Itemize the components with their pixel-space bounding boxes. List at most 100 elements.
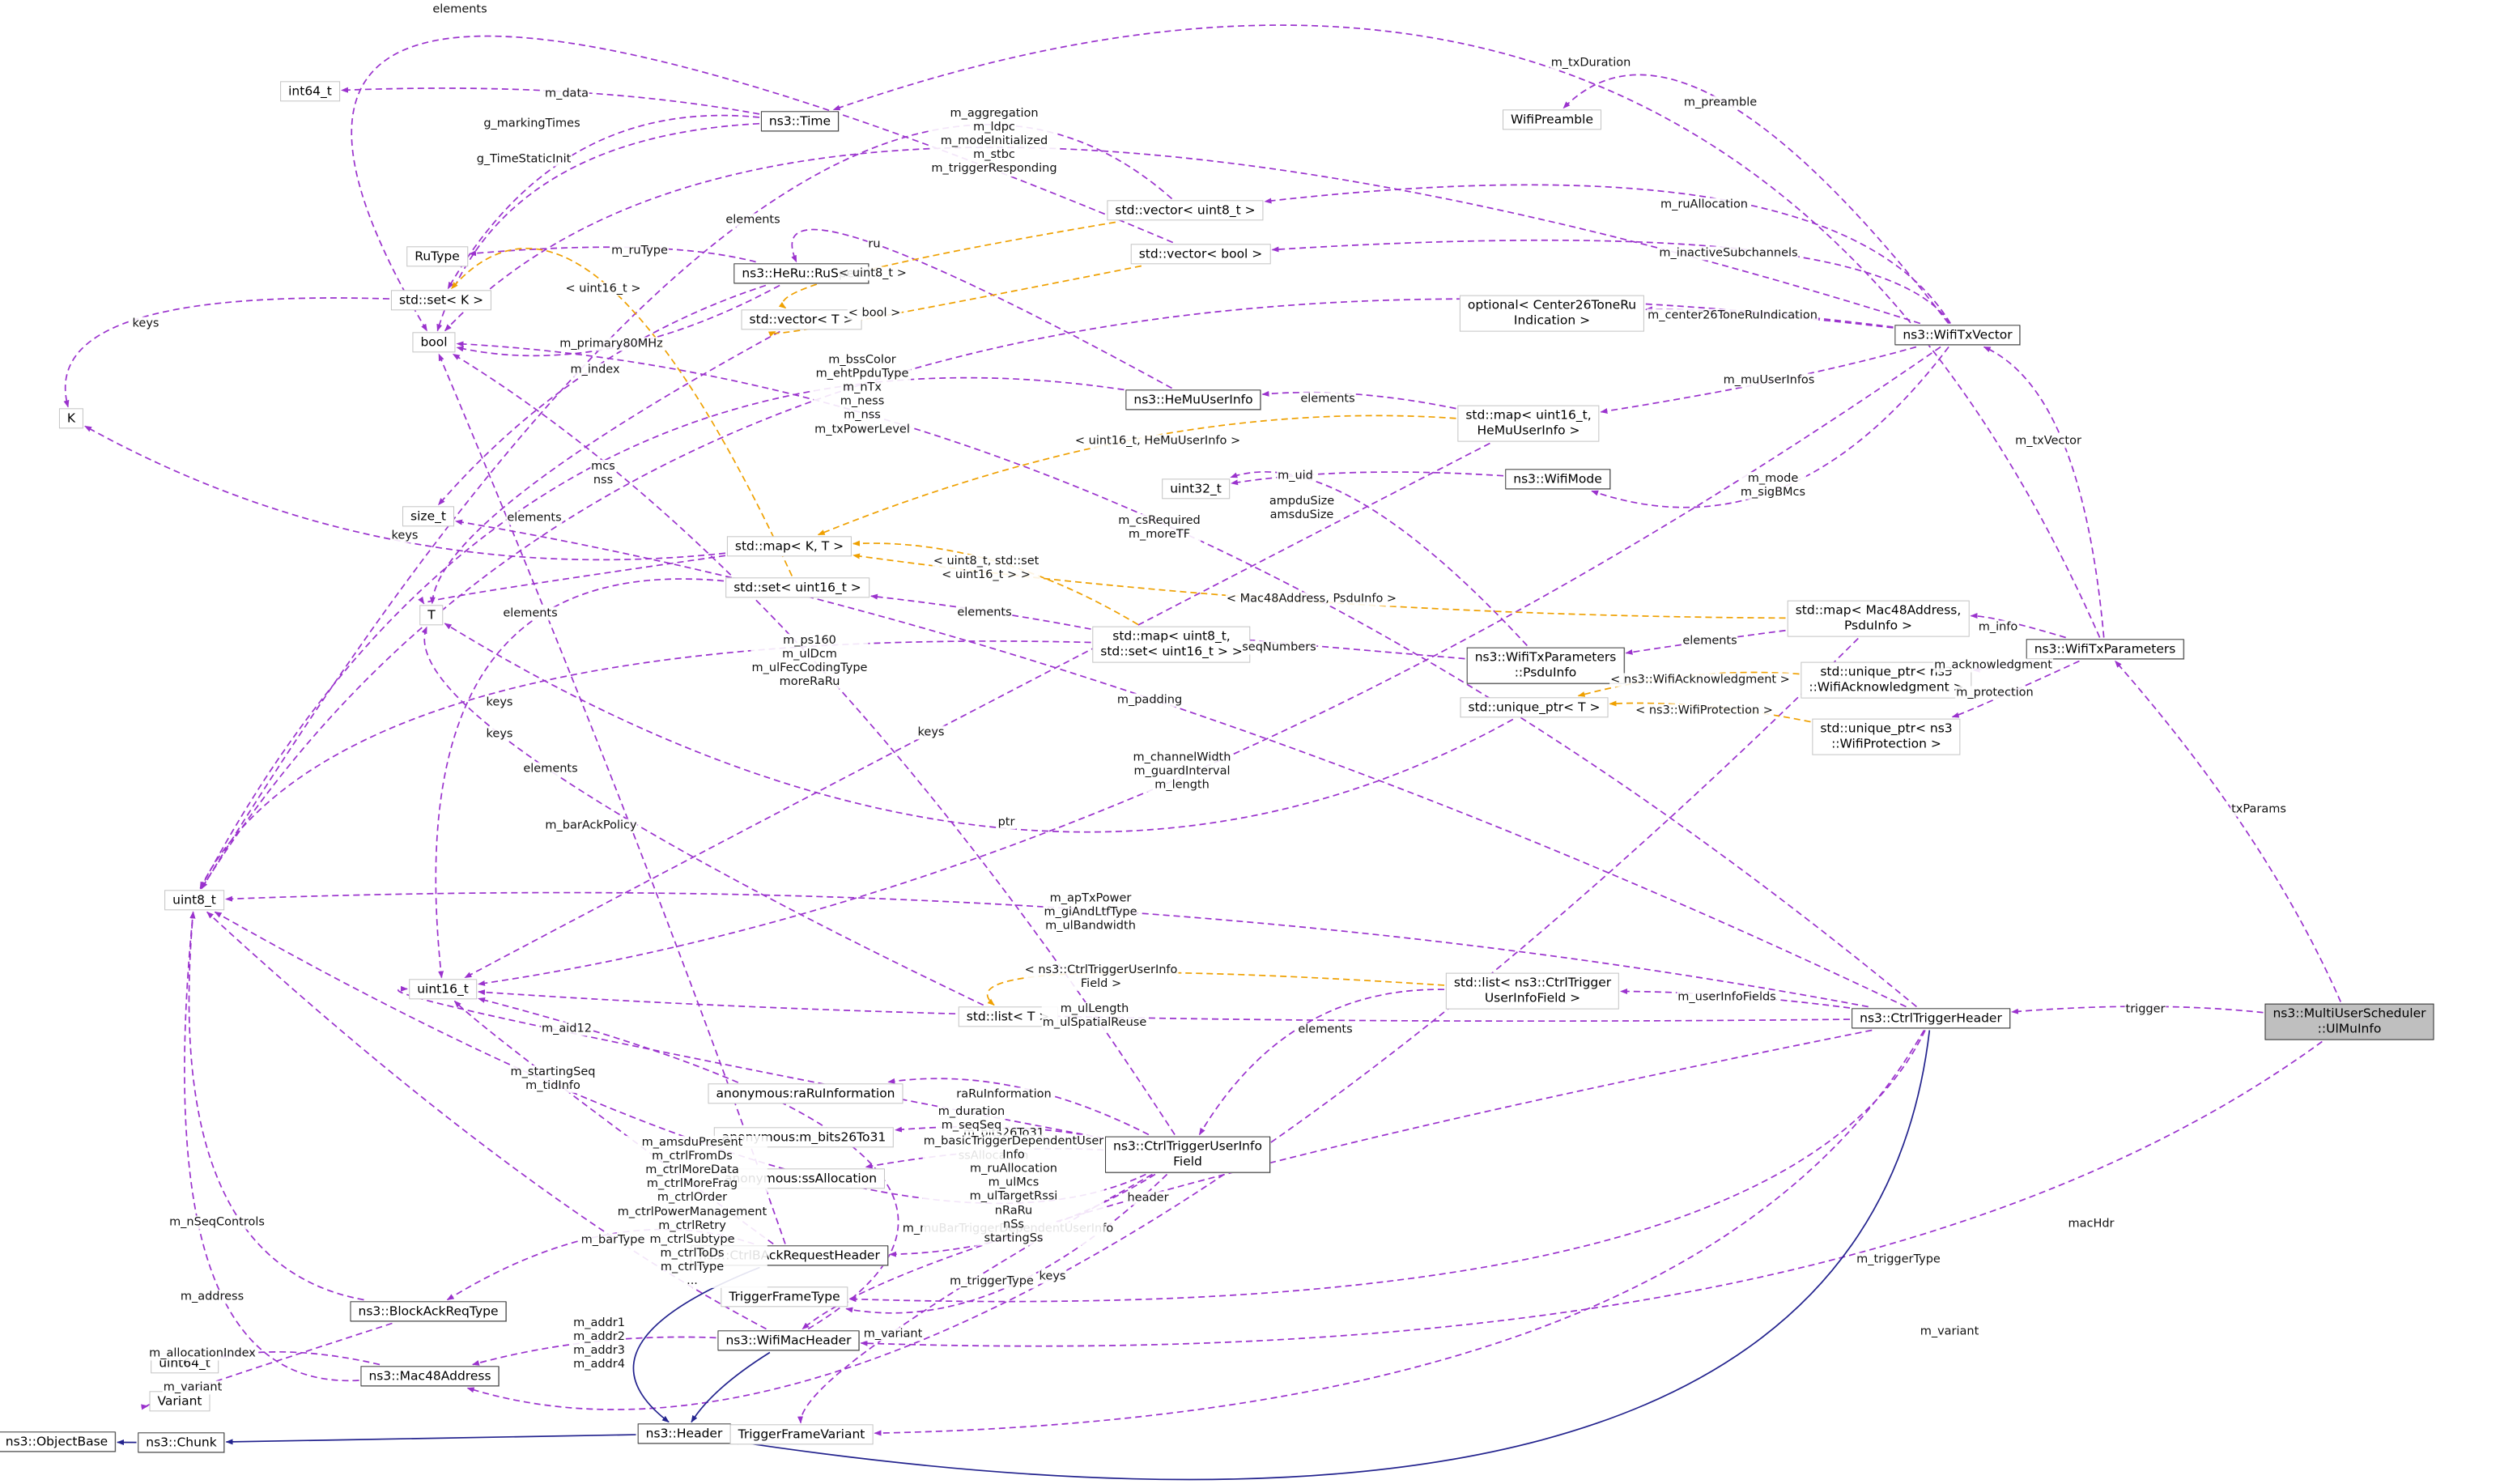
edge-ctuif-ctrlback-m_muBarTriggerDependentUserInfo [889,1173,1156,1257]
edge-hemu-uint8-mcs [199,376,1125,890]
edge-label-trigger: trigger [2124,1002,2166,1017]
edge-label-m_allocationIndex: m_allocationIndex [148,1346,257,1361]
edge-label-m_ps160: m_ps160 m_ulDcm m_ulFecCodingType moreRa… [750,633,869,690]
node-uint32: uint32_t [1162,478,1230,500]
edge-wifimachdr-header [691,1351,771,1423]
edge-label-m_aid12: m_aid12 [541,1022,593,1036]
edge-uniqt-t-ptr [444,623,1514,833]
node-wtv[interactable]: ns3::WifiTxVector [1894,325,2021,346]
node-ulmuinfo[interactable]: ns3::MultiUserScheduler ::UlMuInfo [2264,1003,2434,1040]
edge-mac48-uint8-m_address [184,911,359,1382]
edge-label-mcs: mcs nss [590,459,616,488]
edge-label-< uint16_t >: < uint16_t > [564,282,642,296]
edge-vecu8-uint8-elements [201,124,1173,890]
edge-label-m_txVector: m_txVector [2014,434,2082,449]
node-mapu8set: std::map< uint8_t, std::set< uint16_t > … [1092,626,1251,663]
edge-listctuif-ctuif-elements [1198,989,1445,1136]
edge-label-macHdr: macHdr [2067,1217,2115,1231]
edge-label-m_basicTriggerDependentUser: m_basicTriggerDependentUser Info m_ruAll… [922,1134,1105,1246]
edge-ctrltrig-wifimachdr-header [801,1029,1873,1330]
node-ctrltrig[interactable]: ns3::CtrlTriggerHeader [1852,1008,2010,1029]
node-wifimode[interactable]: ns3::WifiMode [1505,469,1610,490]
node-optional26: optional< Center26ToneRu Indication > [1459,295,1645,332]
edge-label-m_bssColor: m_bssColor m_ehtPpduType m_nTx m_ness m_… [814,353,911,437]
edge-ulmuinfo-wtp-txParams [2115,660,2342,1002]
node-header[interactable]: ns3::Header [637,1423,731,1444]
edge-time-bool-g_TimeStaticInit [436,122,760,332]
node-mapu16hemu: std::map< uint16_t, HeMuUserInfo > [1457,405,1600,442]
edge-label-keys: keys [916,725,946,740]
node-mapkt: std::map< K, T > [726,536,852,557]
edge-label-< Mac48Address, PsduInfo >: < Mac48Address, PsduInfo > [1225,592,1398,606]
edge-mapu8set-uint8-keys [199,640,1091,890]
node-tftype: TriggerFrameType [721,1286,848,1308]
edge-label-m_amsduPresent: m_amsduPresent m_ctrlFromDs m_ctrlMoreDa… [616,1135,768,1289]
edge-wtv-uint8-m_bssColor [201,298,1894,890]
edge-mapu16hemu-hemu-elements [1261,390,1456,410]
node-mac48[interactable]: ns3::Mac48Address [360,1366,500,1387]
node-psduinfo[interactable]: ns3::WifiTxParameters ::PsduInfo [1466,647,1625,684]
edge-wtv-optional26-m_center26ToneRuIndication [1645,306,1894,329]
node-uint16: uint16_t [409,979,477,1000]
edge-label-m_variant: m_variant [162,1380,223,1395]
edge-label-keys: keys [485,695,514,710]
node-hemu[interactable]: ns3::HeMuUserInfo [1125,389,1261,410]
node-wifimachdr[interactable]: ns3::WifiMacHeader [717,1330,860,1351]
node-mapmacpsdu: std::map< Mac48Address, PsduInfo > [1787,600,1970,637]
node-setk: std::set< K > [390,290,492,311]
node-wtp[interactable]: ns3::WifiTxParameters [2026,639,2184,660]
node-tfvariant: TriggerFrameVariant [729,1424,874,1445]
edge-label-< uint16_t, HeMuUserInfo >: < uint16_t, HeMuUserInfo > [1074,434,1242,449]
node-listctuif: std::list< ns3::CtrlTrigger UserInfoFiel… [1445,972,1620,1010]
edge-wtp-mapmacpsdu-m_info [1970,613,2066,639]
edge-label-m_primary80MHz: m_primary80MHz [559,337,664,351]
edge-ruspec-sizet-m_index [437,284,767,506]
edge-label-< ns3::WifiAcknowledgment >: < ns3::WifiAcknowledgment > [1609,673,1791,687]
edge-label-elements: elements [725,213,781,227]
edge-ctrlback-bool-m_barAckPolicy [438,353,786,1244]
edge-time-setk-g_markingTimes [447,114,760,290]
edge-wtp-time-m_txDuration [832,24,2101,638]
edge-label-m_variant: m_variant [1919,1325,1980,1339]
node-anonraru: anonymous:raRuInformation [708,1083,903,1104]
node-time[interactable]: ns3::Time [760,111,840,132]
edge-ctrltrig-header [731,1030,1931,1481]
edge-label-txParams: txParams [2230,802,2287,817]
edge-label-raRuInformation: raRuInformation [955,1087,1052,1102]
edge-label-m_center26ToneRuIndication: m_center26ToneRuIndication [1647,308,1818,323]
edge-label-m_barType: m_barType [580,1233,646,1248]
edge-label-m_channelWidth: m_channelWidth m_guardInterval m_length [1132,751,1232,793]
edge-label-< uint8_t >: < uint8_t > [838,266,908,281]
edge-label-< ns3::CtrlTriggerUserInfo: < ns3::CtrlTriggerUserInfo Field > [1023,963,1179,992]
edge-label-m_ulLength: m_ulLength m_ulSpatialReuse [1041,1001,1148,1031]
edge-label-m_variant: m_variant [862,1327,924,1342]
edge-label-< ns3::WifiProtection >: < ns3::WifiProtection > [1635,704,1774,718]
edge-label-m_userInfoFields: m_userInfoFields [1677,990,1777,1005]
node-objbase[interactable]: ns3::ObjectBase [0,1431,117,1452]
edge-label-elements: elements [506,511,563,525]
node-bartype[interactable]: ns3::BlockAckReqType [350,1301,507,1322]
edge-listt-t-elements [421,626,984,1006]
edge-label-elements: elements [1297,1023,1354,1037]
edge-label-m_inactiveSubchannels: m_inactiveSubchannels [1658,246,1799,261]
edge-label-keys: keys [131,317,160,331]
node-vect: std::vector< T > [741,309,862,330]
edge-vecbool-vect-< bool > [767,265,1142,337]
edge-label-m_apTxPower: m_apTxPower m_giAndLtfType m_ulBandwidth [1043,891,1138,933]
node-chunk[interactable]: ns3::Chunk [138,1432,225,1453]
edge-bartype-uint8-m_nSeqControls [188,911,364,1301]
edge-ctuif-anonss-ssAllocation [865,1147,1104,1169]
edge-vect-t-elements [429,330,780,605]
edge-label-elements: elements [522,762,579,776]
edge-label-elements: elements [432,2,488,17]
edge-label-elements: elements [502,606,559,621]
edge-ctrltrig-uint16-m_ulLength [478,989,1851,1023]
edge-label-g_markingTimes: g_markingTimes [483,117,581,131]
node-ctuif[interactable]: ns3::CtrlTriggerUserInfo Field [1105,1136,1270,1173]
edge-label-< bool >: < bool > [847,306,902,321]
edge-setu16-setk-< uint16_t > [451,248,793,576]
edge-label-ampduSize: ampduSize amsduSize [1268,494,1336,523]
edge-label-m_acknowledgment: m_acknowledgment [1933,658,2053,673]
